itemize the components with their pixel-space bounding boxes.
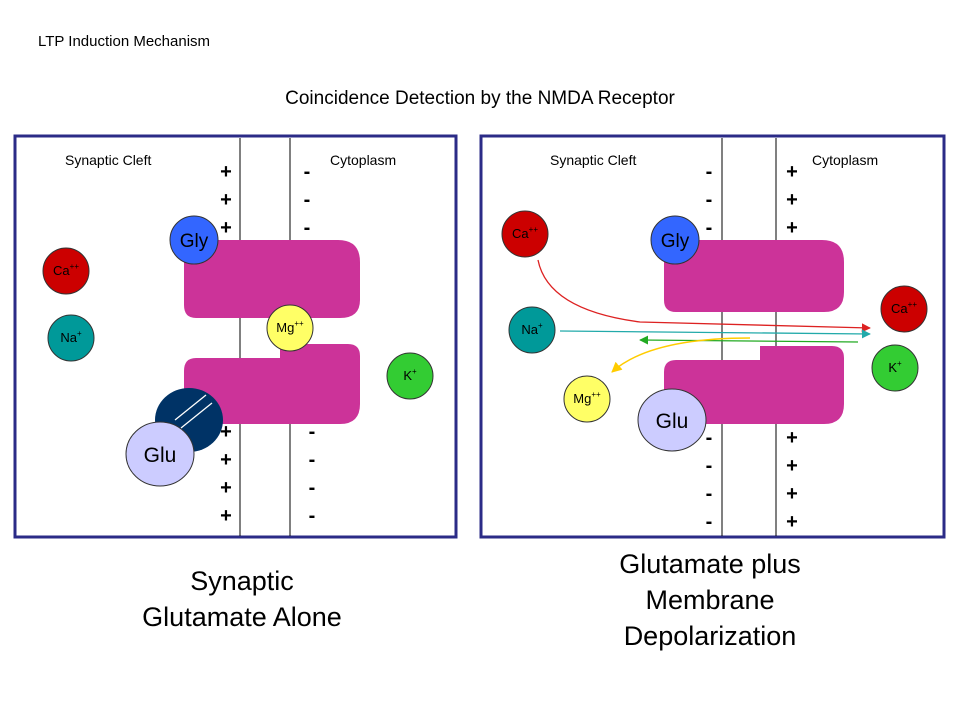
caption-right: Glutamate plus Membrane Depolarization <box>560 546 860 654</box>
charge-inner: - <box>309 449 316 471</box>
ca-ion-extracellular <box>501 210 549 258</box>
charge-inner: + <box>786 483 798 505</box>
charge-inner: + <box>786 189 798 211</box>
receptor-lower-subunit <box>664 346 844 424</box>
charge-outer: + <box>220 449 232 471</box>
mg-ion-label: Mg++ <box>276 319 304 335</box>
charge-outer: + <box>220 217 232 239</box>
label-cytoplasm: Cytoplasm <box>812 152 878 168</box>
caption-left: Synaptic Glutamate Alone <box>92 563 392 635</box>
gly-label: Gly <box>661 231 690 252</box>
charge-outer: - <box>706 511 713 533</box>
main-title: Coincidence Detection by the NMDA Recept… <box>285 88 675 109</box>
caption-right-line: Glutamate plus <box>619 549 801 579</box>
k-efflux-arrow <box>639 335 859 345</box>
mg-ion <box>266 304 314 352</box>
glu-label: Glu <box>144 444 177 467</box>
caption-left-line: Glutamate Alone <box>142 602 342 632</box>
charge-inner: + <box>786 455 798 477</box>
k-ion <box>871 344 919 392</box>
gly-label: Gly <box>180 231 209 252</box>
charge-inner: + <box>786 511 798 533</box>
mg-ion <box>563 375 611 423</box>
gly-molecule <box>169 215 219 265</box>
panel-right: Synaptic Cleft Cytoplasm - - - - - - - +… <box>479 134 946 539</box>
glu-molecule <box>637 388 707 452</box>
charge-outer: - <box>706 161 713 183</box>
caption-right-line: Membrane <box>645 585 775 615</box>
charge-inner: - <box>304 217 311 239</box>
charge-outer: - <box>706 455 713 477</box>
na-ion-label: Na+ <box>521 321 543 337</box>
charge-outer: + <box>220 161 232 183</box>
charge-outer: + <box>220 477 232 499</box>
na-ion-label: Na+ <box>60 329 82 345</box>
charge-inner: - <box>309 477 316 499</box>
panel-left: Synaptic Cleft Cytoplasm + + + + + + + -… <box>13 134 458 539</box>
na-ion <box>508 306 556 354</box>
mg-ion-label: Mg++ <box>573 390 601 406</box>
ca-ion <box>42 247 90 295</box>
gly-molecule <box>650 215 700 265</box>
na-influx-arrow <box>559 329 871 339</box>
k-ion-label: K+ <box>888 359 902 375</box>
charge-inner: + <box>786 427 798 449</box>
mg-expulsion-arrow <box>611 337 751 373</box>
ca-ion-label: Ca++ <box>891 300 917 316</box>
charge-outer: - <box>706 427 713 449</box>
charge-outer: - <box>706 483 713 505</box>
charge-outer: - <box>706 189 713 211</box>
charge-outer: + <box>220 505 232 527</box>
charge-inner: + <box>786 161 798 183</box>
charge-outer: + <box>220 421 232 443</box>
charge-inner: - <box>304 189 311 211</box>
label-synaptic-cleft: Synaptic Cleft <box>550 152 636 168</box>
na-ion <box>47 314 95 362</box>
ca-ion-label: Ca++ <box>53 262 79 278</box>
label-synaptic-cleft: Synaptic Cleft <box>65 152 151 168</box>
receptor-upper-subunit <box>184 240 360 318</box>
charge-outer: + <box>220 189 232 211</box>
charge-inner: - <box>309 421 316 443</box>
ca-ion-label: Ca++ <box>512 225 538 241</box>
ca-ion-intracellular <box>880 285 928 333</box>
receptor-upper-subunit <box>664 240 844 312</box>
caption-right-line: Depolarization <box>623 621 797 651</box>
k-ion <box>386 352 434 400</box>
charge-outer: - <box>706 217 713 239</box>
k-ion-label: K+ <box>403 367 417 383</box>
glu-molecule <box>125 421 195 487</box>
charge-inner: - <box>304 161 311 183</box>
glu-label: Glu <box>656 410 689 433</box>
ca-influx-arrow <box>537 259 871 333</box>
charge-inner: - <box>309 505 316 527</box>
charge-inner: + <box>786 217 798 239</box>
caption-left-line: Synaptic <box>190 566 294 596</box>
receptor-lower-subunit <box>184 344 360 424</box>
header-title: LTP Induction Mechanism <box>38 33 211 50</box>
label-cytoplasm: Cytoplasm <box>330 152 396 168</box>
